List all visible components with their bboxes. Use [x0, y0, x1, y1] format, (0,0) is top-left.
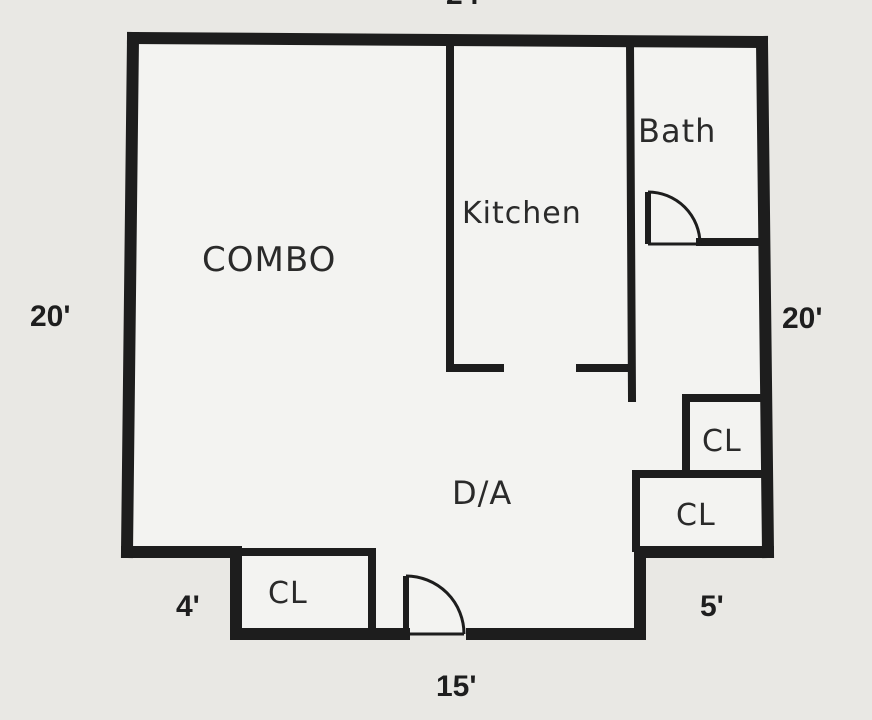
room-label-dining-area: D/A: [452, 474, 513, 512]
room-label-bath: Bath: [638, 112, 717, 150]
wall-left: [120, 31, 140, 559]
interior-walls: [236, 39, 770, 634]
room-label-closet-lower: CL: [676, 498, 716, 533]
room-label-combo: COMBO: [202, 240, 337, 280]
bath-door[interactable]: [645, 190, 702, 246]
dimension-right: 20': [782, 302, 823, 335]
dimension-top: 24': [446, 0, 487, 12]
room-label-closet-bottom: CL: [268, 576, 308, 611]
dimension-notch-right: 5': [700, 590, 724, 623]
entry-door[interactable]: [403, 574, 466, 636]
kitchen-wall-right: [625, 39, 637, 403]
dimension-bottom: 15': [436, 670, 477, 703]
dimension-left: 20': [30, 300, 71, 333]
wall-right: [755, 35, 775, 559]
dimension-notch-left: 4': [176, 590, 200, 623]
room-label-closet-upper: CL: [702, 424, 742, 459]
room-label-kitchen: Kitchen: [462, 196, 582, 231]
